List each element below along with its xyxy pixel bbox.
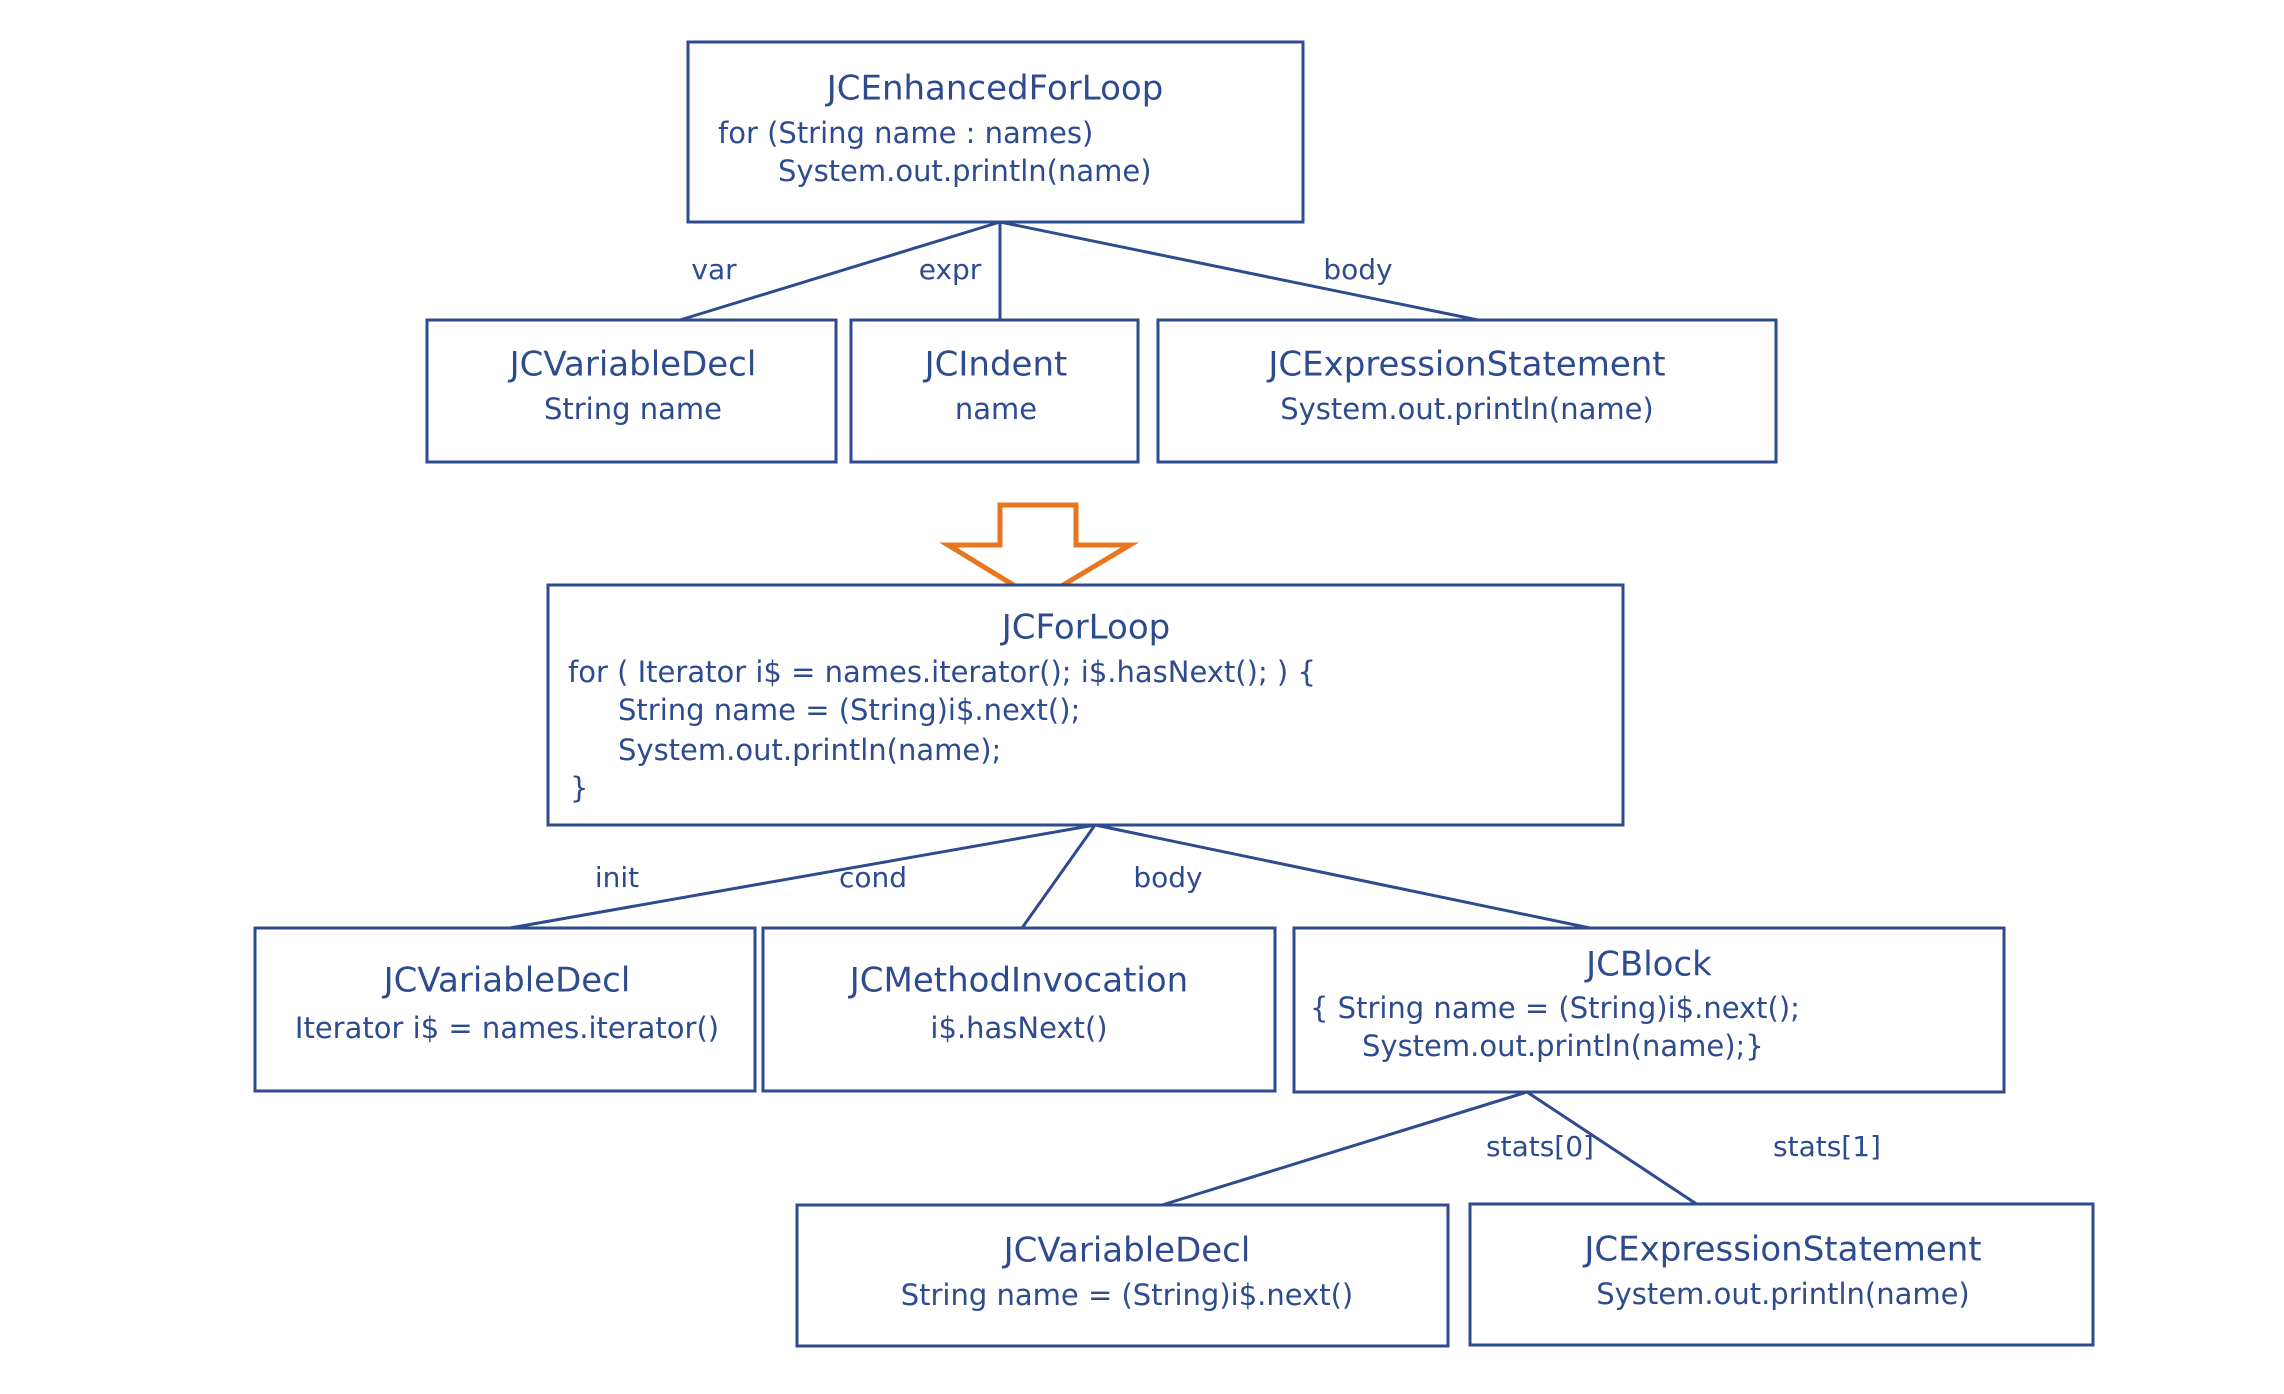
edge-body-bottom xyxy=(1093,823,1592,930)
node-var-decl-stat0-line-0: String name = (String)i$.next() xyxy=(901,1278,1354,1312)
edge-init xyxy=(508,823,1097,930)
node-enhanced-for-loop-line-1: System.out.println(name) xyxy=(778,154,1152,188)
node-for-loop-title: JCForLoop xyxy=(1000,608,1170,648)
edges-top-tree xyxy=(678,220,1480,322)
node-block-line-1: System.out.println(name);} xyxy=(1362,1029,1764,1063)
node-indent-title: JCIndent xyxy=(923,345,1068,385)
edge-cond xyxy=(1020,823,1097,930)
node-var-decl-stat0[interactable]: JCVariableDecl String name = (String)i$.… xyxy=(795,1203,1450,1348)
node-expr-stmt-top-line-0: System.out.println(name) xyxy=(1280,392,1654,426)
node-var-decl-init-title: JCVariableDecl xyxy=(382,961,631,1001)
node-enhanced-for-loop-line-0: for (String name : names) xyxy=(718,116,1093,150)
node-block-line-0: { String name = (String)i$.next(); xyxy=(1310,991,1800,1025)
edge-label-cond: cond xyxy=(839,861,907,894)
down-arrow-icon xyxy=(939,502,1140,603)
node-var-decl-stat0-title: JCVariableDecl xyxy=(1002,1231,1251,1271)
edge-label-body-top: body xyxy=(1323,253,1392,286)
edge-label-stats0: stats[0] xyxy=(1486,1130,1594,1163)
node-expr-stmt-top-title: JCExpressionStatement xyxy=(1266,345,1665,385)
node-indent[interactable]: JCIndent name xyxy=(849,318,1140,464)
node-var-decl-top[interactable]: JCVariableDecl String name xyxy=(425,318,838,464)
node-for-loop-line-2: System.out.println(name); xyxy=(618,733,1001,767)
edge-stats1 xyxy=(1525,1090,1700,1207)
edge-label-stats1: stats[1] xyxy=(1773,1130,1881,1163)
edges-block-stats xyxy=(1160,1090,1700,1207)
edge-body-top xyxy=(998,220,1480,322)
edge-label-var: var xyxy=(691,253,737,286)
node-method-invocation-line-0: i$.hasNext() xyxy=(930,1011,1107,1045)
node-expr-stmt-stat1-title: JCExpressionStatement xyxy=(1582,1230,1981,1270)
node-indent-line-0: name xyxy=(955,392,1037,426)
node-for-loop[interactable]: JCForLoop for ( Iterator i$ = names.iter… xyxy=(546,583,1625,827)
node-method-invocation-title: JCMethodInvocation xyxy=(848,961,1188,1001)
node-var-decl-top-line-0: String name xyxy=(544,392,722,426)
node-enhanced-for-loop-title: JCEnhancedForLoop xyxy=(825,69,1164,109)
node-for-loop-line-0: for ( Iterator i$ = names.iterator(); i$… xyxy=(568,655,1316,689)
node-expr-stmt-stat1[interactable]: JCExpressionStatement System.out.println… xyxy=(1468,1202,2095,1347)
edge-label-body-bottom: body xyxy=(1133,861,1202,894)
edge-label-expr: expr xyxy=(919,253,982,286)
node-var-decl-top-title: JCVariableDecl xyxy=(508,345,757,385)
node-var-decl-init[interactable]: JCVariableDecl Iterator i$ = names.itera… xyxy=(253,926,757,1093)
edges-bottom-tree xyxy=(508,823,1592,930)
node-enhanced-for-loop[interactable]: JCEnhancedForLoop for (String name : nam… xyxy=(686,40,1305,224)
node-block-title: JCBlock xyxy=(1584,945,1712,985)
node-for-loop-line-1: String name = (String)i$.next(); xyxy=(618,693,1080,727)
node-var-decl-init-line-0: Iterator i$ = names.iterator() xyxy=(295,1011,719,1045)
node-for-loop-line-3: } xyxy=(570,771,588,805)
node-block[interactable]: JCBlock { String name = (String)i$.next(… xyxy=(1292,926,2006,1094)
edge-stats0 xyxy=(1160,1090,1529,1207)
edge-var xyxy=(678,220,1002,322)
edge-label-init: init xyxy=(595,861,639,894)
node-expr-stmt-stat1-line-0: System.out.println(name) xyxy=(1596,1277,1970,1311)
node-method-invocation[interactable]: JCMethodInvocation i$.hasNext() xyxy=(761,926,1277,1093)
node-expr-stmt-top[interactable]: JCExpressionStatement System.out.println… xyxy=(1156,318,1778,464)
